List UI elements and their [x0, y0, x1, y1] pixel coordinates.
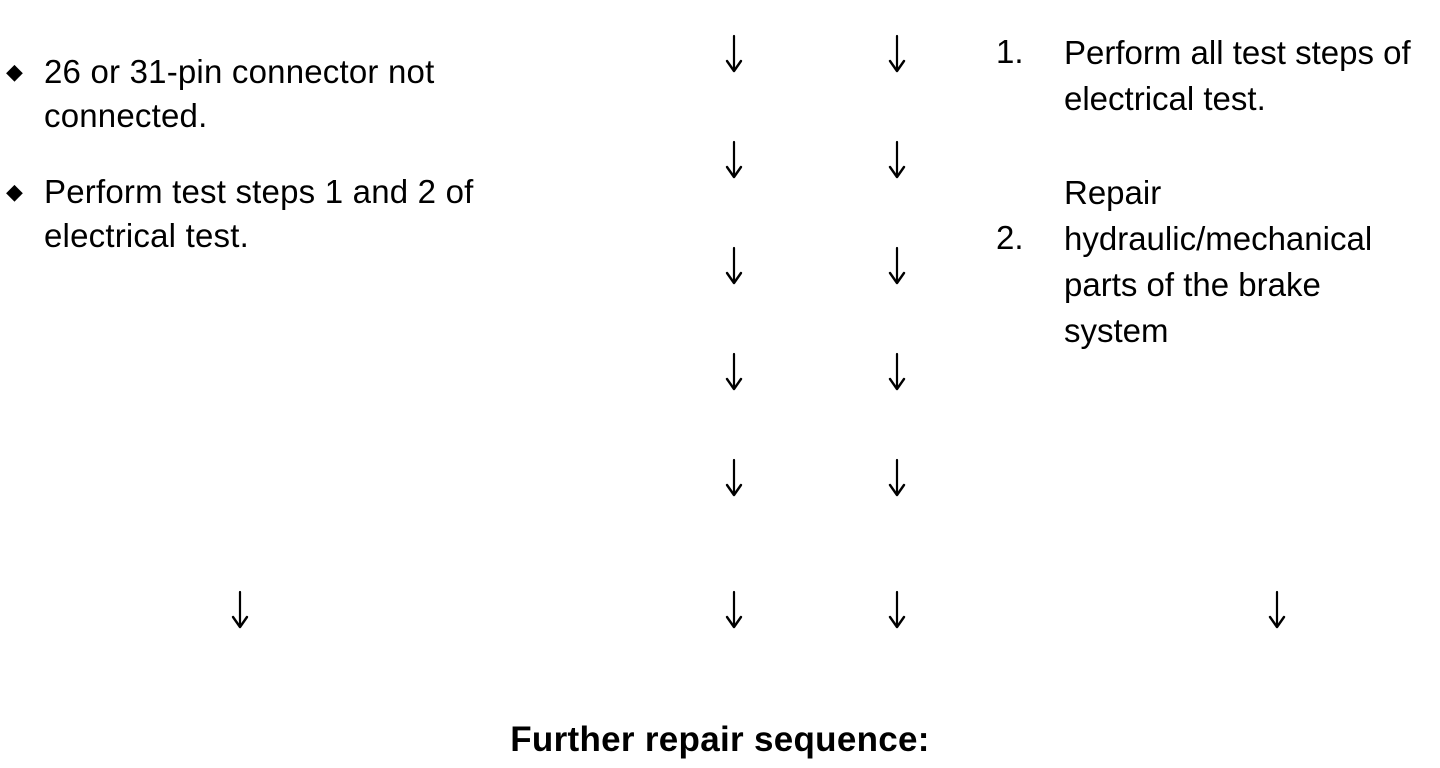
right-list-item-text: Perform all test steps of electrical tes…: [1064, 34, 1411, 117]
right-list-item-text: Repair hydraulic/mechanical parts of the…: [1064, 174, 1373, 349]
down-arrow-icon: [887, 590, 907, 630]
left-list-item-text: Perform test steps 1 and 2 of electrical…: [44, 173, 474, 254]
diamond-bullet-icon: ◆: [6, 179, 23, 204]
down-arrow-icon: [724, 34, 744, 74]
down-arrow-icon: [724, 458, 744, 498]
right-list-item-2: 2. Repair hydraulic/mechanical parts of …: [996, 170, 1426, 354]
left-list-item-2: ◆ Perform test steps 1 and 2 of electric…: [6, 170, 566, 258]
down-arrow-icon: [887, 140, 907, 180]
list-number: 1.: [996, 33, 1024, 70]
down-arrow-icon: [887, 34, 907, 74]
down-arrow-icon: [1267, 590, 1287, 630]
left-list-item-text: 26 or 31-pin connector not connected.: [44, 53, 435, 134]
down-arrow-icon: [887, 352, 907, 392]
down-arrow-icon: [724, 140, 744, 180]
down-arrow-icon: [887, 246, 907, 286]
left-list-item-1: ◆ 26 or 31-pin connector not connected.: [6, 50, 566, 138]
down-arrow-icon: [724, 246, 744, 286]
right-list-item-1: 1. Perform all test steps of electrical …: [996, 30, 1426, 122]
list-number: 2.: [996, 219, 1024, 256]
down-arrow-icon: [887, 458, 907, 498]
down-arrow-icon: [724, 590, 744, 630]
diamond-bullet-icon: ◆: [6, 59, 23, 84]
further-repair-heading: Further repair sequence:: [510, 720, 930, 759]
down-arrow-icon: [230, 590, 250, 630]
down-arrow-icon: [724, 352, 744, 392]
